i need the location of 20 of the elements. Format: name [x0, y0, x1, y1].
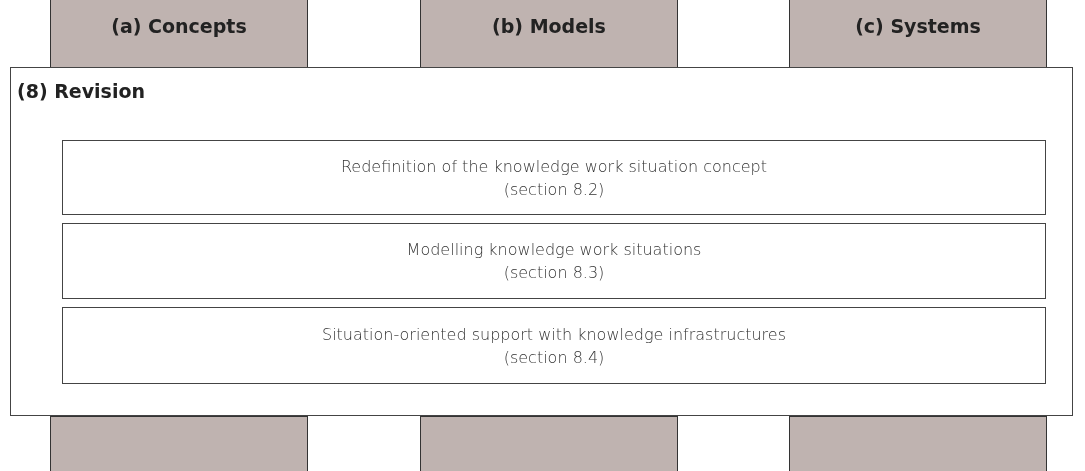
column-base [50, 416, 308, 471]
column-base [420, 416, 678, 471]
heading: (c) Systems [854, 15, 982, 37]
section-reference: (section 8.3) [503, 262, 605, 284]
column-panel [420, 0, 678, 67]
content-box [62, 307, 1046, 384]
section-reference: (section 8.2) [503, 178, 605, 201]
column-panel [789, 0, 1047, 67]
box-text: Redefinition of the knowledge work situation concept [340, 155, 768, 178]
section-reference: (section 8.4) [503, 346, 605, 369]
heading: (8) Revision [17, 80, 146, 102]
heading: (b) Models [491, 15, 607, 37]
heading: (a) Concepts [110, 15, 248, 37]
content-box [62, 140, 1046, 215]
box-text: Situation-oriented support with knowledge infrastructures [321, 323, 786, 346]
box-text: Modelling knowledge work situations [406, 239, 702, 261]
section-panel [10, 67, 1073, 416]
content-box [62, 223, 1046, 299]
column-panel [50, 0, 308, 67]
column-base [789, 416, 1047, 471]
